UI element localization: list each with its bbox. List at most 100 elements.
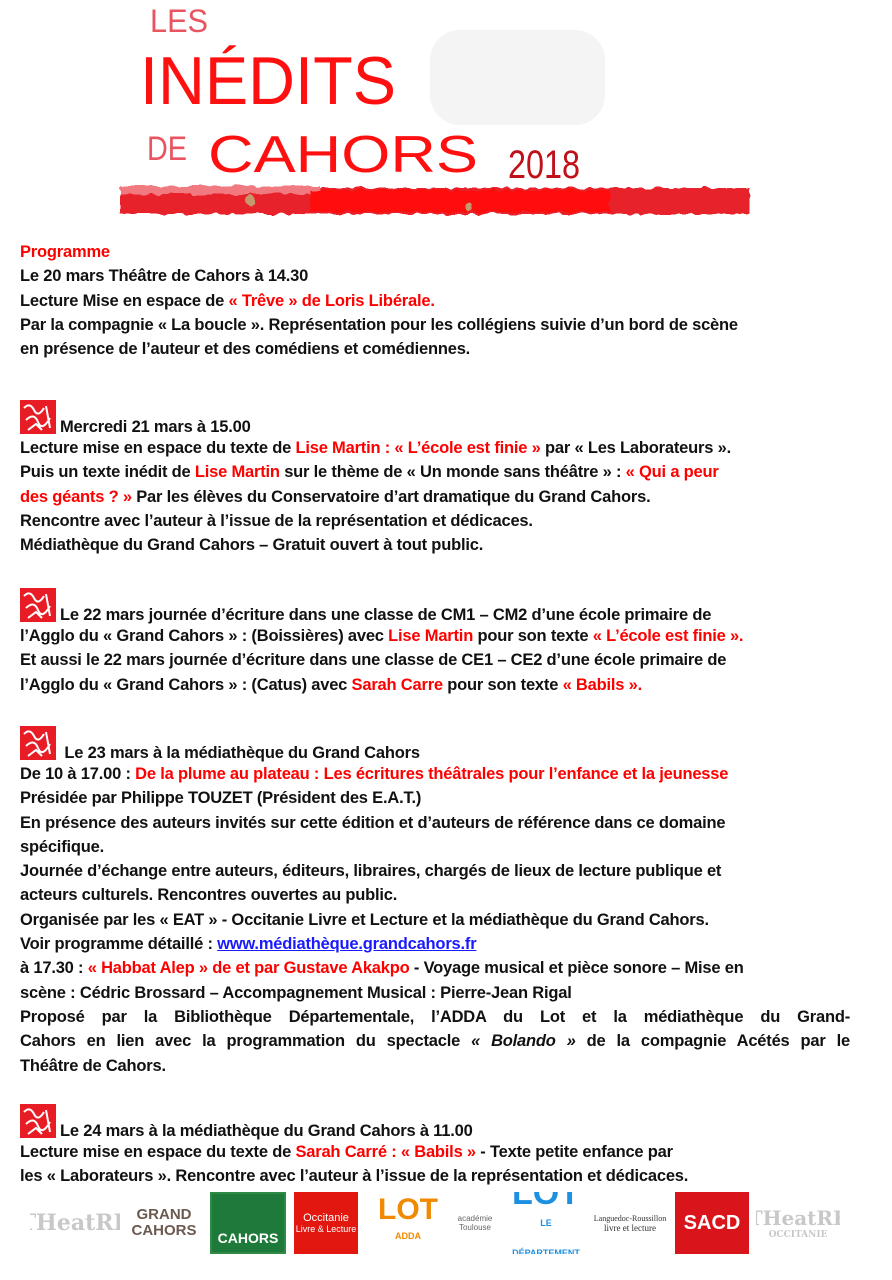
text-segment: - Voyage musical et pièce sonore – Mise … <box>409 959 744 978</box>
partner-logos: THeatREGRANDCAHORSCAHORSOccitanieLivre &… <box>30 1190 850 1260</box>
text-segment: Le 24 mars à la médiathèque du Grand Cah… <box>60 1122 473 1140</box>
red-brush-band <box>120 186 750 214</box>
logo-subtext: Livre & Lecture <box>295 1224 357 1234</box>
logo-text: Languedoc-Roussillon <box>593 1213 667 1223</box>
les-inedits-de-cahors-logo: LES INÉDITS DE CAHORS 2018 <box>120 3 750 214</box>
logo-inedits: INÉDITS <box>140 43 396 119</box>
logo-text: LOT <box>378 1193 438 1226</box>
text-segment: Voir programme détaillé : <box>20 935 218 954</box>
text-line: De 10 à 17.00 : De la plume au plateau :… <box>20 762 850 786</box>
text-segment: En présence des auteurs invités sur cett… <box>20 813 726 832</box>
text-line: Lecture mise en espace du texte de Sarah… <box>20 1140 850 1164</box>
highlight-text: des géants ? » <box>20 487 132 506</box>
text-line: Lecture mise en espace du texte de Lise … <box>20 436 850 460</box>
text-segment: Rencontre avec l’auteur à l’issue de la … <box>20 511 533 530</box>
logo-de: DE <box>147 130 187 168</box>
text-line: Lecture Mise en espace de « Trêve » de L… <box>20 289 850 313</box>
text-line: Par la compagnie « La boucle ». Représen… <box>20 313 850 337</box>
logo-subtext: LE DÉPARTEMENT <box>512 1218 580 1254</box>
programme-section: Le 23 mars à la médiathèque du Grand Cah… <box>20 726 850 1078</box>
text-segment: Mercredi 21 mars à 15.00 <box>60 418 251 436</box>
text-line: Voir programme détaillé : www.médiathèqu… <box>20 932 850 956</box>
text-segment: Proposé par la Bibliothèque Départementa… <box>20 1007 850 1026</box>
text-segment: Médiathèque du Grand Cahors – Gratuit ou… <box>20 536 484 555</box>
highlight-text: Lise Martin <box>388 627 474 645</box>
logo-les: LES <box>150 3 208 39</box>
logo-subtext: ADDA <box>395 1231 421 1241</box>
text-segment: par « Les Laborateurs ». <box>540 439 731 457</box>
text-segment: acteurs culturels. Rencontres ouvertes a… <box>20 886 398 905</box>
text-segment: à 17.30 : <box>20 959 88 978</box>
red-scribble-icon <box>20 400 56 434</box>
logo-text: THeatRE <box>756 1206 840 1230</box>
text-line: des géants ? » Par les élèves du Conserv… <box>20 485 850 509</box>
text-line: Théâtre de Cahors. <box>20 1054 850 1078</box>
highlight-text: Sarah Carré : « Babils » <box>295 1143 476 1161</box>
text-segment: sur le thème de « Un monde sans théâtre … <box>279 463 626 482</box>
text-segment: de la compagnie Acétés par le <box>575 1032 851 1051</box>
text-segment: Le 23 mars à la médiathèque du Grand Cah… <box>60 744 420 762</box>
highlight-text: Sarah Carre <box>351 675 444 694</box>
text-line: Le 23 mars à la médiathèque du Grand Cah… <box>20 726 850 762</box>
text-line: Le 20 mars Théâtre de Cahors à 14.30 <box>20 264 850 288</box>
text-segment: Lecture Mise en espace de <box>20 291 229 310</box>
text-line: Cahors en lien avec la programmation du … <box>20 1029 850 1053</box>
red-scribble-icon <box>20 1104 56 1138</box>
logo-subtext: livre et lecture <box>604 1222 656 1233</box>
red-scribble-icon <box>20 726 56 760</box>
highlight-text: « Qui a peur <box>625 463 719 482</box>
text-segment: scène : Cédric Brossard – Accompagnement… <box>20 983 572 1002</box>
logo-text: CAHORS <box>217 1230 279 1246</box>
highlight-text: De la plume au plateau : Les écritures t… <box>135 765 729 783</box>
logo-text: académie Toulouse <box>457 1214 493 1232</box>
programme-section: Programme Le 20 mars Théâtre de Cahors à … <box>20 240 850 361</box>
sacd-logo: SACD <box>675 1192 749 1254</box>
text-line: scène : Cédric Brossard – Accompagnement… <box>20 981 850 1005</box>
text-segment: pour son texte <box>442 675 563 694</box>
text-line: Et aussi le 22 mars journée d’écriture d… <box>20 648 850 672</box>
text-segment: l’Agglo du « Grand Cahors » : (Catus) av… <box>20 675 352 694</box>
text-segment: spécifique. <box>20 837 104 856</box>
logo-year: 2018 <box>508 143 580 187</box>
text-segment: l’Agglo du « Grand Cahors » : (Boissière… <box>20 627 389 645</box>
text-line: Le 24 mars à la médiathèque du Grand Cah… <box>20 1104 850 1140</box>
text-segment: Le 20 mars Théâtre de Cahors à 14.30 <box>20 267 309 286</box>
text-segment: De 10 à 17.00 : <box>20 765 136 783</box>
logo-text: THeatRE <box>30 1210 120 1236</box>
logo-text: GRAND <box>136 1206 192 1223</box>
text-segment: les « Laborateurs ». Rencontre avec l’au… <box>20 1167 689 1186</box>
text-line: Médiathèque du Grand Cahors – Gratuit ou… <box>20 533 850 557</box>
text-segment: Lecture mise en espace du texte de <box>20 439 296 457</box>
text-line: Organisée par les « EAT » - Occitanie Li… <box>20 908 850 932</box>
red-scribble-icon <box>20 588 56 622</box>
text-line: à 17.30 : « Habbat Alep » de et par Gust… <box>20 956 850 980</box>
text-segment: Lecture mise en espace du texte de <box>20 1143 296 1161</box>
text-segment: Théâtre de Cahors. <box>20 1056 166 1075</box>
highlight-text: Lise Martin <box>194 463 280 482</box>
logo-subtext: OCCITANIE <box>768 1230 828 1240</box>
text-line: Journée d’échange entre auteurs, éditeur… <box>20 859 850 883</box>
logo-subtext: CAHORS <box>131 1222 197 1239</box>
text-line: En présence des auteurs invités sur cett… <box>20 811 850 835</box>
grey-background-shape <box>430 30 605 125</box>
highlight-text: Lise Martin : « L’école est finie » <box>295 439 541 457</box>
website-link[interactable]: www.médiathèque.grandcahors.fr <box>217 935 477 954</box>
text-segment: Et aussi le 22 mars journée d’écriture d… <box>20 651 727 670</box>
highlight-text: « Habbat Alep » de et par Gustave Akakpo <box>87 959 410 978</box>
cahors-logo: CAHORS <box>210 1192 286 1254</box>
text-segment: Par la compagnie « La boucle ». Représen… <box>20 315 738 334</box>
logo-text: LOT <box>512 1192 580 1212</box>
highlight-text: Programme <box>20 243 110 261</box>
text-segment: Journée d’échange entre auteurs, éditeur… <box>20 862 722 881</box>
text-line: acteurs culturels. Rencontres ouvertes a… <box>20 883 850 907</box>
text-line: Mercredi 21 mars à 15.00 <box>20 400 850 436</box>
text-segment: Le 22 mars journée d’écriture dans une c… <box>60 606 712 624</box>
logo-text: Occitanie <box>303 1212 349 1224</box>
text-line: Le 22 mars journée d’écriture dans une c… <box>20 588 850 624</box>
text-line: l’Agglo du « Grand Cahors » : (Catus) av… <box>20 673 850 697</box>
programme-section: Le 22 mars journée d’écriture dans une c… <box>20 588 850 697</box>
